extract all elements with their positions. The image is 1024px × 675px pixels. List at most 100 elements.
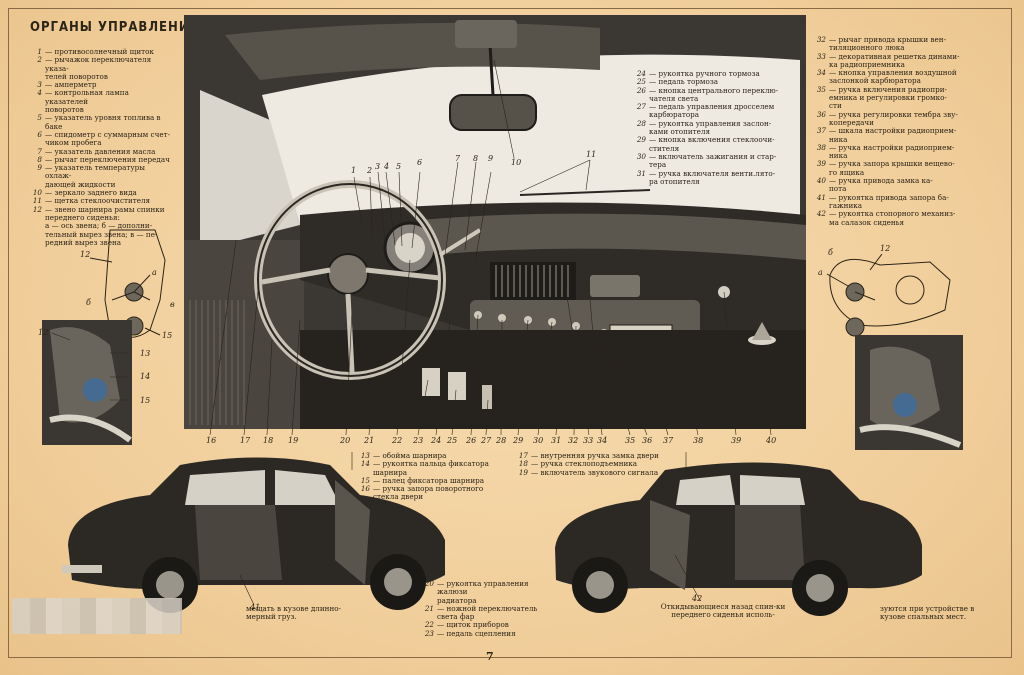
legend-number: 6 xyxy=(37,129,42,139)
callout: 17 xyxy=(240,436,251,445)
legend-entry: 29— кнопка включения стеклоочи- xyxy=(632,135,782,145)
legend-text: ками отопителя xyxy=(649,127,710,137)
legend-entry: радиатора xyxy=(420,596,560,605)
legend-entry: 6— спидометр с суммарным счет- xyxy=(28,129,173,139)
legend-text: гажника xyxy=(829,200,863,210)
legend-text: — педаль тормоза xyxy=(649,77,719,87)
legend-entry: 22— щиток приборов xyxy=(420,621,560,630)
legend-number: 14 xyxy=(360,459,370,469)
legend-entry: емника и регулировки громко- xyxy=(812,93,962,102)
legend-entry: тиляционного люка xyxy=(812,43,962,53)
callout: 3 xyxy=(375,162,381,171)
legend-entry: 10— зеркало заднего вида xyxy=(28,188,173,197)
legend-number: 11 xyxy=(32,196,42,206)
legend-text: ника xyxy=(829,151,848,161)
legend-text: — ножной переключатель xyxy=(437,603,538,613)
legend-entry: ника xyxy=(812,135,962,144)
callout: 23 xyxy=(413,436,424,445)
legend-text: — включатель зажигания и стар- xyxy=(649,151,777,161)
legend-text: дающей жидкости xyxy=(45,179,116,189)
detail-label: 42 xyxy=(692,594,703,603)
legend-text: — ручка привода замка ка- xyxy=(829,176,933,186)
caption-center: Откидывающиеся назад спин-ки переднего с… xyxy=(660,602,786,620)
legend-entry: 39— ручка запора крышки вещево- xyxy=(812,160,962,169)
legend-number: 41 xyxy=(816,192,826,202)
legend-entry: гажника xyxy=(812,200,962,210)
callout: 33 xyxy=(583,436,594,445)
legend-entry: чиком пробега xyxy=(28,138,173,148)
legend-text: — декоративная решетка динами- xyxy=(829,51,960,61)
legend-number: 20 xyxy=(424,579,434,588)
legend-number xyxy=(812,219,826,227)
legend-entry: 15— палец фиксатора шарнира xyxy=(356,476,511,485)
legend-entry: телей поворотов xyxy=(28,72,173,81)
detail-label: 12 xyxy=(880,244,891,253)
legend-entry: чателя света xyxy=(632,94,782,103)
legend-entry: ра отопителя xyxy=(632,177,782,186)
legend-number xyxy=(28,239,42,247)
legend-text: карбюратора xyxy=(649,110,700,120)
legend-number: 31 xyxy=(636,168,646,178)
legend-entry: 20— рукоятка управления жалюзи xyxy=(420,579,560,597)
legend-number: 19 xyxy=(518,467,528,477)
legend-entry: 35— ручка включения радиопри- xyxy=(812,84,962,94)
legend-number xyxy=(28,222,42,230)
legend-text: — рычаг переключения передач xyxy=(45,154,170,164)
legend-entry: 18— ручка стеклоподъемника xyxy=(514,459,674,468)
legend-number xyxy=(356,493,370,501)
legend-text: стителя xyxy=(649,143,680,153)
legend-entry: 34— кнопка управления воздушной xyxy=(812,68,962,77)
legend-number: 4 xyxy=(37,88,42,98)
callout: 37 xyxy=(663,436,674,445)
legend-entry: 31— ручка включателя венти.лято- xyxy=(632,168,782,178)
legend-text: — рукоятка пальца фиксатора xyxy=(373,459,489,469)
legend-text: чиком пробега xyxy=(45,138,102,148)
legend-entry: 36— ручка регулировки тембра зву- xyxy=(812,110,962,119)
legend-number: 16 xyxy=(360,484,370,494)
legend-text: — указатель давления масла xyxy=(45,146,156,156)
legend-entry: 28— рукоятка управления заслон- xyxy=(632,119,782,128)
callout: 40 xyxy=(766,436,777,445)
legend-entry: 9— указатель температуры охлаж- xyxy=(28,164,173,181)
legend-text: заслонкой карбюратора xyxy=(829,76,921,86)
legend-entry: 23— педаль сцепления xyxy=(420,629,560,638)
callout: 2 xyxy=(367,166,373,175)
legend-text: баке xyxy=(45,121,63,131)
legend-entry: 19— включатель звукового сигнала xyxy=(514,467,674,477)
legend-entry: редний вырез звена xyxy=(28,238,173,247)
legend-entry: 11— щетка стеклоочистителя xyxy=(28,196,173,206)
legend-entry: стителя xyxy=(632,143,782,153)
legend-entry: 1— противосолнечный щиток xyxy=(28,47,173,56)
page-title: ОРГАНЫ УПРАВЛЕНИЯ xyxy=(30,20,200,35)
legend-text: — ручка включения радиопри- xyxy=(829,84,947,94)
legend-text: — рычаг привода крышки вен- xyxy=(829,35,947,44)
legend-entry: тельный вырез звена; в — пе- xyxy=(28,230,173,239)
legend-text: — рукоятка привода запора ба- xyxy=(829,192,949,202)
legend-entry: 24— рукоятка ручного тормоза xyxy=(632,69,782,78)
legend-text: тиляционного люка xyxy=(829,43,905,53)
legend-entry: 30— включатель зажигания и стар- xyxy=(632,151,782,161)
legend-text: — кнопка включения стеклоочи- xyxy=(649,135,775,145)
legend-text: а — ось звена; б — дополни- xyxy=(45,221,153,231)
legend-number: 38 xyxy=(816,142,826,152)
legend-entry: 4— контрольная лампа указателей xyxy=(28,89,173,106)
callout: 5 xyxy=(396,162,402,171)
legend-entry: 33— декоративная решетка динами- xyxy=(812,51,962,61)
detail-label: 12 xyxy=(38,328,49,337)
legend-entry: 3— амперметр xyxy=(28,80,173,89)
legend-number: 9 xyxy=(37,163,42,173)
legend-text: го ящика xyxy=(829,167,865,177)
legend-text: — спидометр с суммарным счет- xyxy=(45,129,170,139)
callout: 24 xyxy=(431,436,442,445)
detail-label: б xyxy=(828,248,833,257)
legend-text: — педаль управления дросселем xyxy=(649,102,775,112)
legend-entry: копередачи xyxy=(812,118,962,127)
detail-label: 15 xyxy=(140,396,151,405)
callout: 38 xyxy=(693,436,704,445)
legend-number xyxy=(28,214,42,222)
legend-text: — шкала настройки радиоприем- xyxy=(829,126,957,136)
legend-entry: 27— педаль управления дросселем xyxy=(632,102,782,112)
legend-entry: а — ось звена; б — дополни- xyxy=(28,221,173,231)
